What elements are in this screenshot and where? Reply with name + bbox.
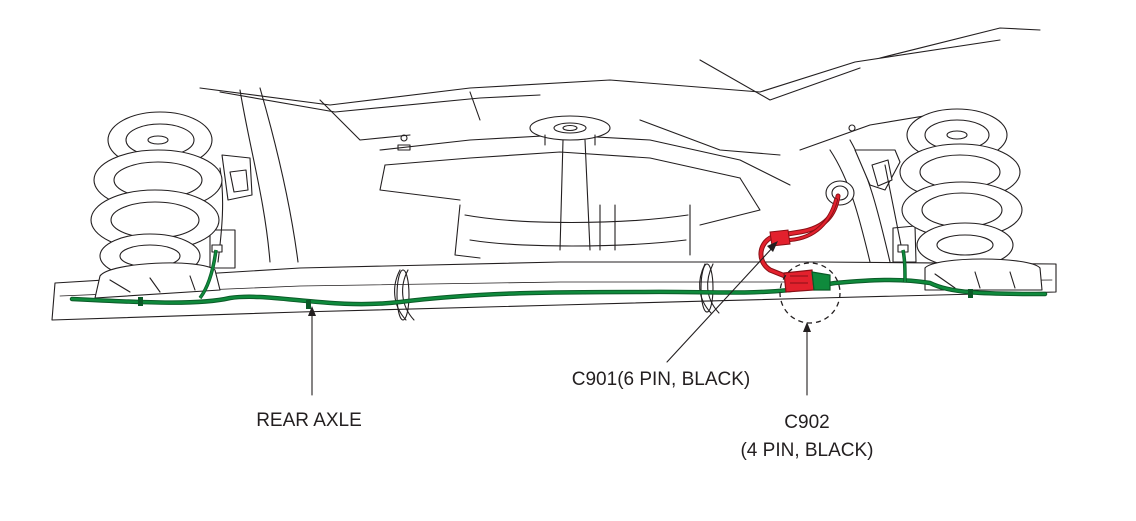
harness-clip <box>138 297 143 306</box>
vehicle-frame <box>199 27 1041 269</box>
c902-spec-label: (4 PIN, BLACK) <box>740 440 873 461</box>
c902-label: C902 <box>784 412 829 433</box>
rear-axle-label: REAR AXLE <box>256 410 362 431</box>
c901-label: C901(6 PIN, BLACK) <box>572 369 750 390</box>
harness-clip <box>306 300 311 309</box>
left-coil-spring <box>90 111 223 279</box>
red-harness <box>758 193 841 293</box>
c902-highlight-circle <box>779 262 841 324</box>
harness-clip <box>968 289 973 298</box>
c901-connector <box>769 229 791 247</box>
right-coil-spring <box>899 108 1023 268</box>
abs-wiring-harness <box>69 249 1048 309</box>
leader-lines <box>308 241 811 396</box>
c902-connector <box>783 269 815 293</box>
